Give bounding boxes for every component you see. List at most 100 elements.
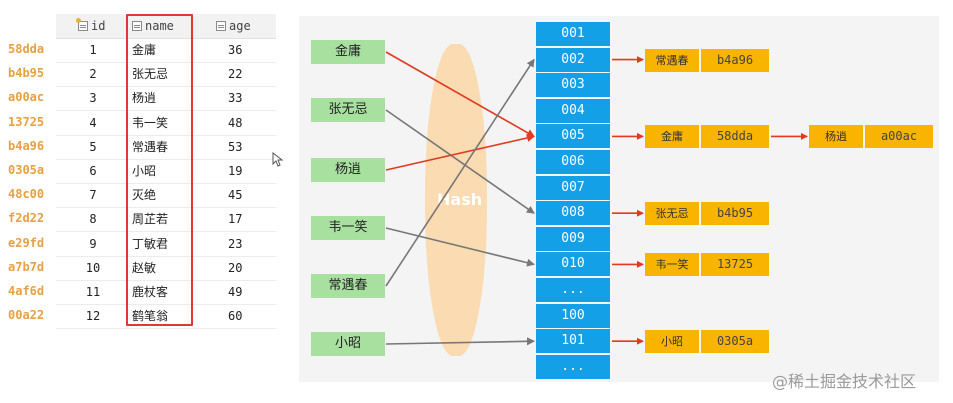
cell-id: 4 [89, 115, 97, 130]
chain-entry-hash: b4a96 [701, 48, 769, 72]
cell-id: 9 [89, 236, 97, 251]
hash-label: Hash [437, 190, 483, 209]
chain-entry-hash: a00ac [865, 125, 933, 149]
bucket-slot: 001 [536, 22, 610, 46]
bucket-slot: ... [536, 354, 610, 379]
row-hash-label: a7b7d [8, 259, 45, 274]
name-node: 常遇春 [311, 274, 385, 298]
bucket-slot: 009 [536, 226, 610, 251]
cell-id: 12 [85, 309, 101, 324]
cell-age: 23 [228, 236, 243, 251]
cell-age: 48 [228, 115, 243, 130]
row-hash-label: 13725 [8, 114, 45, 129]
table-row[interactable]: 5 常遇春 53 [56, 135, 276, 160]
cell-age: 17 [228, 212, 243, 227]
table-row[interactable]: 7 灭绝 45 [56, 183, 276, 209]
cell-name: 周芷若 [132, 212, 169, 227]
chain-entry-hash: 0305a [701, 330, 769, 354]
cell-name: 鹤笔翁 [132, 309, 169, 324]
row-hash-label: e29fd [8, 235, 45, 250]
cell-age: 20 [228, 260, 243, 275]
cell-age: 53 [228, 139, 243, 154]
cell-id: 3 [89, 91, 97, 106]
mapping-arrow [385, 337, 535, 346]
row-hash-label: b4a96 [8, 138, 45, 153]
chain-entry-name: 金庸 [645, 125, 699, 149]
cell-id: 5 [89, 139, 97, 154]
cell-age: 60 [228, 309, 243, 324]
cell-id: 7 [89, 188, 97, 203]
bucket-slot: ... [536, 278, 610, 302]
cell-age: 19 [228, 164, 243, 178]
cell-id: 6 [89, 164, 97, 178]
cell-id: 8 [89, 212, 97, 227]
bucket-slot: 100 [536, 303, 610, 328]
table-row[interactable]: 9 丁敏君 23 [56, 232, 276, 257]
name-column-highlight-box [126, 14, 193, 326]
chain-entry-hash: 58dda [701, 125, 769, 149]
table-row[interactable]: 6 小昭 19 [56, 159, 276, 184]
bucket-slot: 005 [536, 124, 610, 149]
table-row[interactable]: 1 金庸 36 [56, 38, 276, 63]
name-node: 金庸 [311, 40, 385, 64]
bucket-slot: 101 [536, 329, 610, 354]
chain-entry-name: 小昭 [645, 330, 699, 354]
cell-name: 张无忌 [132, 67, 169, 82]
cell-name: 灭绝 [132, 188, 157, 203]
cell-name: 小昭 [132, 164, 157, 178]
table-row[interactable]: 8 周芷若 17 [56, 207, 276, 233]
column-header-age[interactable]: age [216, 14, 251, 38]
bucket-slot: 010 [536, 252, 610, 277]
cell-name: 赵敏 [132, 260, 157, 275]
table-header: id name age [56, 14, 276, 39]
bucket-slot: 004 [536, 98, 610, 123]
column-header-id[interactable]: id [76, 14, 105, 38]
cell-age: 36 [228, 43, 243, 57]
row-hash-label: f2d22 [8, 211, 45, 226]
row-hash-label: b4b95 [8, 66, 45, 81]
table-row[interactable]: 12 鹤笔翁 60 [56, 304, 276, 330]
row-hash-label: a00ac [8, 90, 45, 105]
cell-age: 45 [228, 188, 243, 203]
column-header-name[interactable]: name [132, 14, 174, 38]
chain-entry-hash: b4b95 [701, 202, 769, 226]
mapping-arrow [385, 58, 535, 287]
hash-function-band [425, 44, 487, 356]
row-hash-label: 4af6d [8, 284, 45, 298]
bucket-slot: 006 [536, 150, 610, 174]
row-hash-label: 48c00 [8, 187, 45, 202]
chain-entry-name: 杨逍 [809, 125, 863, 149]
cell-id: 1 [89, 43, 97, 57]
table-row[interactable]: 10 赵敏 20 [56, 256, 276, 281]
cell-id: 2 [89, 67, 97, 82]
name-node: 韦一笑 [311, 216, 385, 240]
mouse-cursor-icon [272, 152, 284, 167]
column-icon [216, 21, 226, 31]
mapping-arrow [385, 134, 535, 171]
cell-name: 金庸 [132, 43, 157, 57]
cell-name: 常遇春 [132, 139, 169, 154]
bucket-slot: 008 [536, 201, 610, 226]
row-hash-label: 58dda [8, 42, 45, 56]
bucket-slot: 007 [536, 175, 610, 200]
cell-name: 杨逍 [132, 91, 157, 106]
primary-key-column-icon [76, 18, 88, 31]
chain-entry-name: 常遇春 [645, 48, 699, 72]
row-hash-label: 00a22 [8, 308, 45, 323]
column-icon [132, 21, 142, 31]
cell-age: 49 [228, 285, 243, 299]
bucket-slot: 003 [536, 73, 610, 98]
cell-name: 丁敏君 [132, 236, 169, 251]
cell-id: 10 [85, 260, 101, 275]
hash-diagram-panel [299, 16, 939, 382]
mapping-arrow [385, 51, 535, 138]
row-hash-label: 0305a [8, 163, 45, 177]
watermark: @稀土掘金技术社区 [772, 372, 917, 391]
chain-entry-name: 张无忌 [645, 202, 699, 226]
name-node: 小昭 [311, 332, 385, 356]
